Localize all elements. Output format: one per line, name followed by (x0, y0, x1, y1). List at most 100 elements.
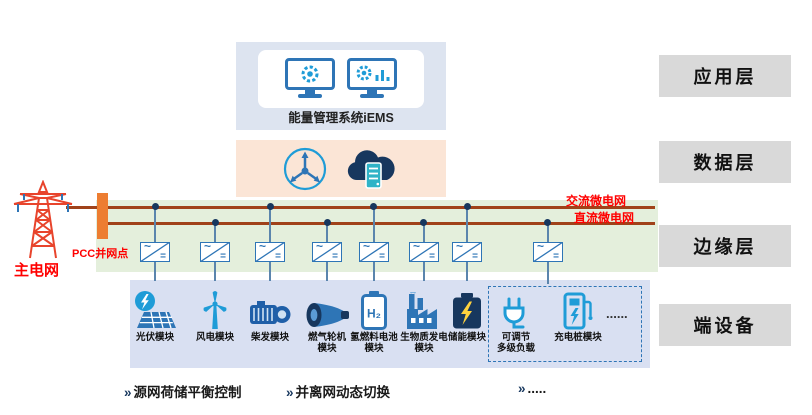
cloud-server-icon (347, 149, 395, 189)
ac-dc-converter: ~ = (452, 240, 482, 262)
bus-node-dot (212, 219, 219, 226)
ac-bus-label: 交流微电网 (566, 194, 627, 208)
bus-node-dot (152, 203, 159, 210)
pcc-connection-bar (97, 193, 108, 239)
monitor-gear-icon (285, 58, 335, 98)
converter-diagonal (452, 242, 482, 262)
layer-label-edge: 边缘层 (659, 225, 791, 267)
bus-drop-line (423, 224, 425, 242)
device-diesel: 柴发模块 (245, 288, 295, 343)
gas-turbine-icon (306, 303, 349, 327)
device-icon-wrap (245, 288, 295, 330)
converter-diagonal (533, 242, 563, 262)
ac-dc-converter: ~ = (255, 240, 285, 262)
device-drop-line (373, 262, 375, 281)
device-label: 柴发模块 (250, 332, 289, 343)
ev-charger-icon (563, 292, 593, 330)
pcc-label: PCC并网点 (72, 248, 129, 260)
bus-drop-line (547, 224, 549, 242)
footer-note-grid-switch: »并离网动态切换 (286, 381, 390, 401)
device-label: 可调节 多级负载 (496, 332, 535, 355)
plug-icon (503, 297, 525, 329)
converter-diagonal (359, 242, 389, 262)
device-label: 充电桩模块 (554, 332, 602, 343)
network-hub-icon (283, 147, 327, 190)
converter-diagonal (409, 242, 439, 262)
battery-storage-icon (453, 293, 481, 329)
monitor-chart-icon (347, 58, 397, 98)
footer-note-text: 并离网动态切换 (295, 385, 391, 400)
converter-diagonal (140, 242, 170, 262)
ac-dc-converter: ~ = (409, 240, 439, 262)
device-label: 生物质发电 模块 (400, 332, 448, 355)
load-group-dashed-box (488, 286, 642, 362)
ac-dc-converter: ~ = (359, 240, 389, 262)
device-icon-wrap: H₂ (349, 288, 399, 330)
bus-drop-line (154, 207, 156, 242)
device-drop-line (547, 262, 549, 284)
wind-turbine-icon (203, 291, 227, 329)
bus-drop-line (214, 224, 216, 242)
device-charging-pile: 充电桩模块 (553, 288, 603, 343)
chevron-icon: » (286, 385, 294, 400)
device-icon-wrap (130, 288, 180, 330)
device-icon-wrap (302, 288, 352, 330)
footer-note-text: 源网荷储平衡控制 (133, 385, 242, 400)
solar-panel-icon (135, 291, 176, 329)
bus-drop-line (269, 207, 271, 242)
bus-drop-line (326, 224, 328, 242)
hydrogen-fuel-cell-icon: H₂ (361, 291, 387, 330)
ems-panel (258, 50, 424, 108)
layer-label-application: 应用层 (659, 55, 791, 97)
device-icon-wrap (190, 288, 240, 330)
chevron-icon: » (518, 381, 526, 396)
bus-node-dot (420, 219, 427, 226)
device-drop-line (423, 262, 425, 281)
diesel-generator-icon (250, 301, 291, 324)
application-layer-box: 能量管理系统iEMS (236, 42, 446, 130)
ac-dc-converter: ~ = (533, 240, 563, 262)
bus-node-dot (544, 219, 551, 226)
bus-node-dot (324, 219, 331, 226)
device-adjustable-load: 可调节 多级负载 (491, 288, 541, 355)
device-drop-line (466, 262, 468, 281)
converter-diagonal (255, 242, 285, 262)
device-wind: 风电模块 (190, 288, 240, 343)
layer-label-data: 数据层 (659, 141, 791, 183)
device-drop-line (214, 262, 216, 281)
bus-node-dot (464, 203, 471, 210)
device-drop-line (326, 262, 328, 281)
dc-bus-line (104, 222, 655, 225)
converter-diagonal (312, 242, 342, 262)
bus-drop-line (373, 207, 375, 242)
converter-diagonal (200, 242, 230, 262)
ac-dc-converter: ~ = (140, 240, 170, 262)
main-grid-label: 主电网 (14, 262, 60, 279)
h2-label: H₂ (367, 307, 381, 321)
device-icon-wrap (442, 288, 492, 330)
ems-title: 能量管理系统iEMS (288, 111, 394, 125)
device-drop-line (269, 262, 271, 281)
chevron-icon: » (124, 385, 132, 400)
device-biomass: 生物质发电 模块 (399, 288, 449, 355)
dc-bus-label: 直流微电网 (574, 211, 635, 225)
layer-label-devices: 端设备 (659, 304, 791, 346)
bus-node-dot (267, 203, 274, 210)
biomass-plant-icon (407, 292, 437, 329)
footer-note-ellipsis: »..... (518, 381, 546, 396)
footer-note-text: ..... (527, 381, 547, 396)
bus-drop-line (466, 207, 468, 242)
device-gas-turbine: 燃气轮机 模块 (302, 288, 352, 355)
device-icon-wrap (491, 288, 541, 330)
device-drop-line (154, 262, 156, 281)
footer-note-balance-control: »源网荷储平衡控制 (124, 381, 242, 401)
device-label: 氢燃料电池 模块 (350, 332, 398, 355)
load-group-ellipsis: ...... (606, 306, 628, 321)
bus-node-dot (370, 203, 377, 210)
device-fuel-cell: H₂ 氢燃料电池 模块 (349, 288, 399, 355)
device-label: 储能模块 (447, 332, 486, 343)
device-icon-wrap (553, 288, 603, 330)
ac-dc-converter: ~ = (200, 240, 230, 262)
device-storage: 储能模块 (442, 288, 492, 343)
